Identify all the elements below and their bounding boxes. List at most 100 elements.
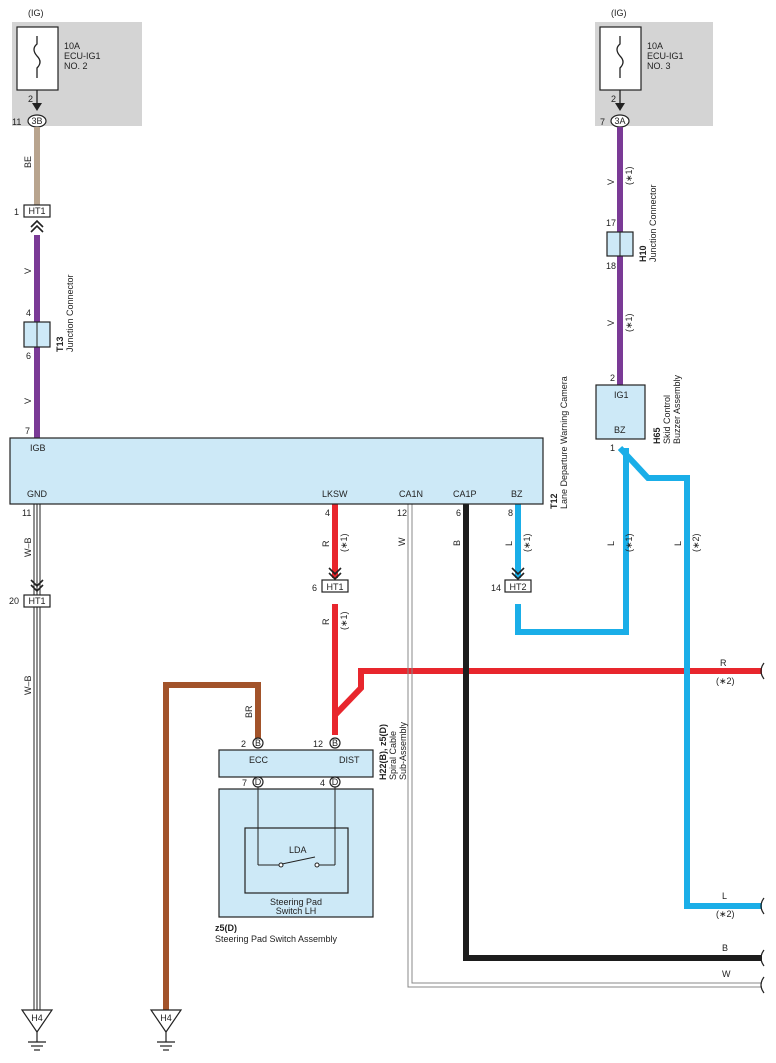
t12-pin-ca1p: 6 [456,508,461,518]
t12-pin-ca1n: 12 [397,508,407,518]
h65-id: H65 [652,427,662,444]
chevron-down-icon [511,567,525,581]
fuse-left-arrow-icon [32,103,42,111]
connector-ht2: 14 HT2 [491,567,532,593]
label-v-4: V [606,320,616,326]
switch-inner-2: Switch LH [276,906,317,916]
label-w-right: W [722,969,731,979]
spiral-pin-4: 4 [320,778,325,788]
t13-pin-bottom: 6 [26,351,31,361]
label-wb-2: W–B [23,675,33,695]
fuse-left-conn-pin: 11 [12,117,21,127]
connector-ht1-red: 6 HT1 [312,567,349,593]
note-r-2: (∗1) [339,611,349,630]
t12-ca1n: CA1N [399,489,423,499]
note-v-4: (∗1) [624,313,634,332]
label-l-right: L [722,891,727,901]
label-wb-1: W–B [23,537,33,557]
fuse-ecu-ig1-no3: (IG) 10A ECU-IG1 NO. 3 2 7 3A [595,8,713,128]
fuse-right-rating: 10A [647,41,663,51]
spiral-pin-dist: 12 [313,739,323,749]
fuse-left-number: NO. 2 [64,61,88,71]
note-l-1: (∗1) [522,533,532,552]
spiral-name1: Spiral Cable [388,731,398,780]
wire-b [463,504,762,961]
fuse-symbol-icon [33,36,41,78]
t12-gnd: GND [27,489,48,499]
label-br: BR [244,705,254,718]
wire-wb [33,504,41,1010]
connector-3a-label: 3A [614,116,625,126]
ground-right-label: H4 [160,1013,172,1023]
fuse-left-supply: (IG) [28,8,44,18]
t13-id: T13 [55,336,65,352]
label-v-2: V [23,398,33,404]
label-v-1: V [23,268,33,274]
t13-name: Junction Connector [65,274,75,352]
t12-igb: IGB [30,443,46,453]
fuse-right-supply: (IG) [611,8,627,18]
note-r-1: (∗1) [339,533,349,552]
label-l-1: L [504,541,514,546]
chevron-up-icon [30,219,44,233]
chevron-down-icon [30,579,44,593]
h65-name2: Buzzer Assembly [672,374,682,444]
label-r-right: R [720,658,727,668]
steering-pad-switch-assembly: LDA Steering Pad Switch LH z5(D) Steerin… [215,787,374,944]
spiral-pin-7: 7 [242,778,247,788]
ht2-pin: 14 [491,583,501,593]
t12-id: T12 [549,493,559,509]
note-l-2: (∗1) [624,533,634,552]
h10-name: Junction Connector [648,184,658,262]
h65-bz: BZ [614,425,626,435]
wire-w [407,504,762,988]
wire-br [163,682,261,1010]
note-v-3: (∗1) [624,166,634,185]
note-l-right: (∗2) [716,909,735,919]
t12-pin-bz: 8 [508,508,513,518]
h65-name1: Skid Control [662,395,672,444]
spiral-ecc: ECC [249,755,269,765]
ht1-ground-label: HT1 [28,596,45,606]
spiral-pin-ecc: 2 [241,739,246,749]
ground-left-label: H4 [31,1013,43,1023]
spiral-conn-d-4: D [332,777,339,787]
ht1-top-pin: 1 [14,207,19,217]
spiral-id: H22(B), z5(D) [378,724,388,780]
ht1-top-label: HT1 [28,206,45,216]
h65-pin-bz: 1 [610,443,615,453]
spiral-name2: Sub-Assembly [398,721,408,780]
fuse-left-pin: 2 [28,94,33,104]
connector-ht1-top: 1 HT1 [14,204,51,233]
fuse-right-conn-pin: 7 [600,117,605,127]
camera-t12: 7 IGB GND LKSW CA1N CA1P BZ 11 4 12 6 8 … [9,376,569,518]
t12-name: Lane Departure Warning Camera [559,376,569,509]
t12-pin-gnd: 11 [22,508,31,518]
switch-contact-icon [281,856,316,865]
t12-ca1p: CA1P [453,489,477,499]
t12-pin-lksw: 4 [325,508,330,518]
connector-3b-label: 3B [31,116,42,126]
switch-id: z5(D) [215,923,237,933]
label-b-right: B [722,943,728,953]
fuse-right-name: ECU-IG1 [647,51,684,61]
label-be: BE [23,156,33,168]
switch-inner-1: Steering Pad [270,897,322,907]
fuse-left-rating: 10A [64,41,80,51]
label-r-2: R [321,618,331,625]
label-v-3: V [606,179,616,185]
junction-connector-h10: 17 18 H10 Junction Connector [606,184,658,271]
h65-pin-ig1: 2 [610,373,615,383]
switch-lda: LDA [289,845,307,855]
fuse-right-pin: 2 [611,94,616,104]
spiral-cable: 2 B 12 B ECC DIST 7 D 4 D H22(B), z5(D) … [218,721,408,788]
switch-name: Steering Pad Switch Assembly [215,934,338,944]
fuse-left-name: ECU-IG1 [64,51,101,61]
label-l-2: L [606,541,616,546]
t13-pin-top: 4 [26,308,31,318]
ground-left: H4 [20,1009,54,1051]
note-l-3: (∗2) [691,533,701,552]
junction-connector-t13: 4 6 T13 Junction Connector [23,274,75,361]
buzzer-assembly-h65: 2 IG1 BZ 1 H65 Skid Control Buzzer Assem… [595,373,682,453]
